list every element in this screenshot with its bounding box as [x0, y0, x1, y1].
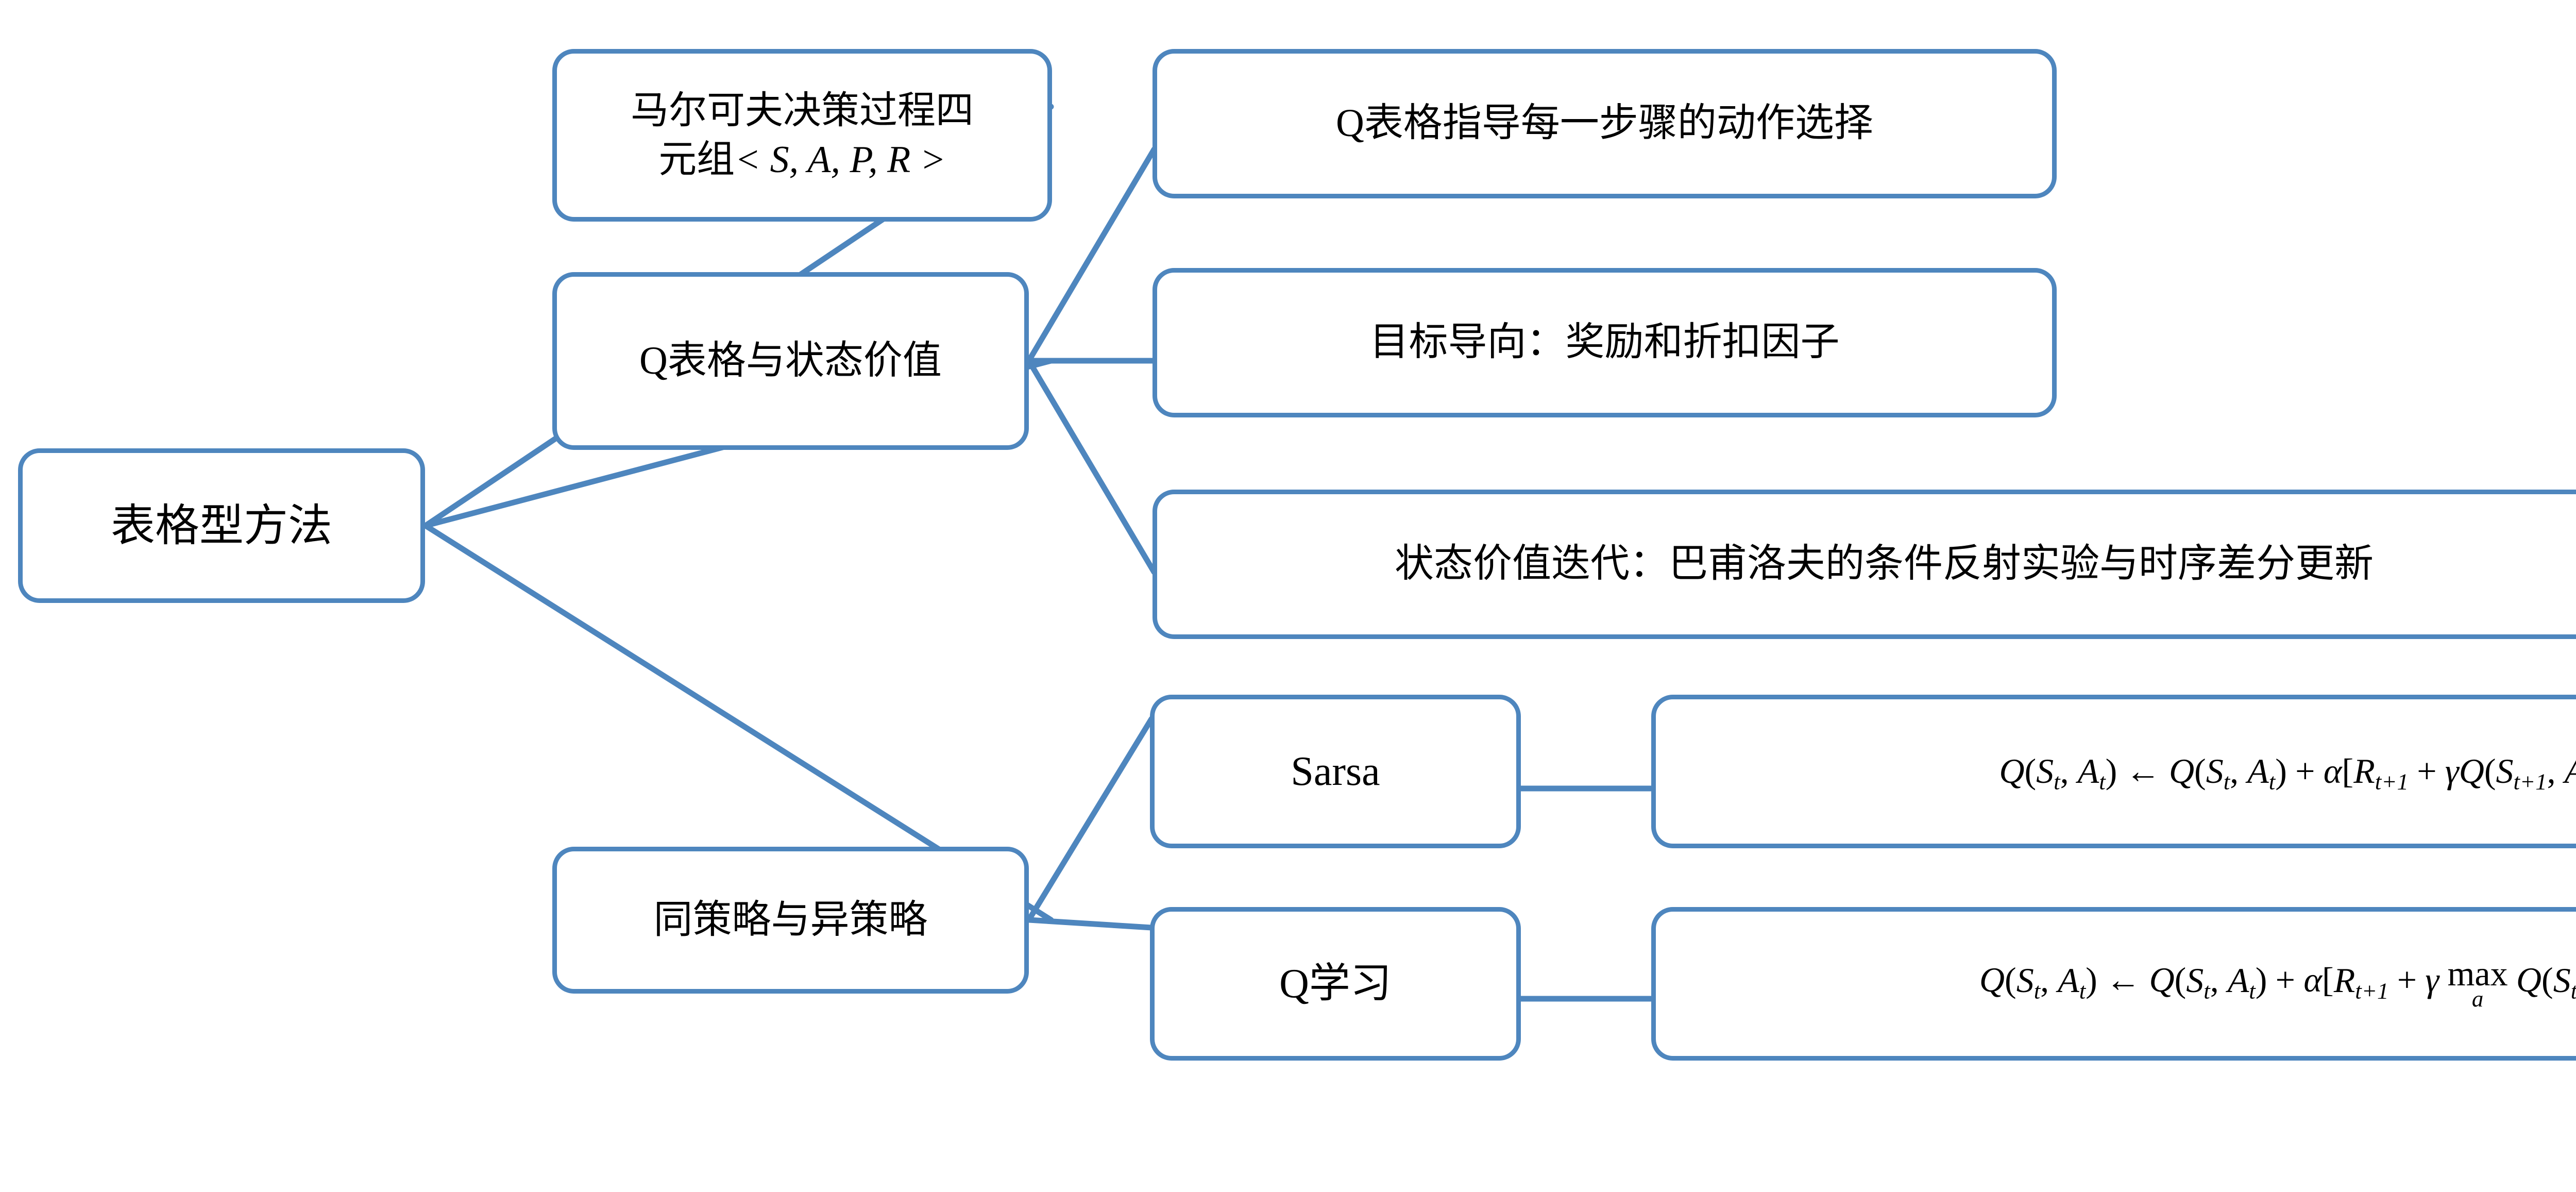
node-qlearning-label: Q学习 — [1279, 961, 1392, 1006]
node-leaf-state-value-iteration[interactable]: 状态价值迭代：巴甫洛夫的条件反射实验与时序差分更新 — [1153, 490, 2576, 639]
node-mdp[interactable]: 马尔可夫决策过程四 元组< S, A, P, R > — [552, 49, 1052, 222]
node-leaf-goal-reward-discount[interactable]: 目标导向：奖励和折扣因子 — [1153, 268, 2057, 417]
node-mdp-line1: 马尔可夫决策过程四 — [631, 89, 974, 132]
node-qtable[interactable]: Q表格与状态价值 — [552, 272, 1029, 450]
node-policy-label: 同策略与异策略 — [653, 898, 928, 942]
node-qlearning[interactable]: Q学习 — [1150, 907, 1521, 1061]
qlearning-formula-text: Q(St, At)←Q(St, At)+α[Rt+1+γmaxaQ(St+1, … — [1979, 954, 2576, 1012]
node-mdp-label: 马尔可夫决策过程四 元组< S, A, P, R > — [557, 87, 1047, 184]
node-sarsa[interactable]: Sarsa — [1150, 695, 1521, 848]
node-root[interactable]: 表格型方法 — [18, 448, 425, 603]
node-sarsa-label: Sarsa — [1291, 748, 1380, 794]
edge-policy-sarsa — [1026, 716, 1155, 923]
node-leaf2-label: 目标导向：奖励和折扣因子 — [1369, 321, 1840, 364]
node-mdp-line2-math: < S, A, P, R > — [735, 138, 946, 181]
node-qtable-label: Q表格与状态价值 — [639, 339, 942, 382]
node-root-label: 表格型方法 — [111, 500, 332, 550]
node-leaf1-label: Q表格指导每一步骤的动作选择 — [1336, 102, 1873, 145]
sarsa-formula-text: Q(St, At)←Q(St, At)+α[Rt+1+γQ(St+1, At+1… — [1999, 751, 2576, 795]
node-mdp-line2-prefix: 元组 — [658, 138, 735, 181]
edge-qtable-leaf1 — [1026, 146, 1157, 364]
node-sarsa-formula[interactable]: Q(St, At)←Q(St, At)+α[Rt+1+γQ(St+1, At+1… — [1651, 695, 2576, 848]
edge-qtable-leaf3 — [1026, 358, 1157, 575]
edge-policy-qlearning — [1026, 917, 1155, 931]
node-policy[interactable]: 同策略与异策略 — [552, 847, 1029, 994]
node-qlearning-formula[interactable]: Q(St, At)←Q(St, At)+α[Rt+1+γmaxaQ(St+1, … — [1651, 907, 2576, 1061]
node-leaf-q-table-guides-action[interactable]: Q表格指导每一步骤的动作选择 — [1153, 49, 2057, 198]
node-leaf3-label: 状态价值迭代：巴甫洛夫的条件反射实验与时序差分更新 — [1395, 542, 2374, 586]
